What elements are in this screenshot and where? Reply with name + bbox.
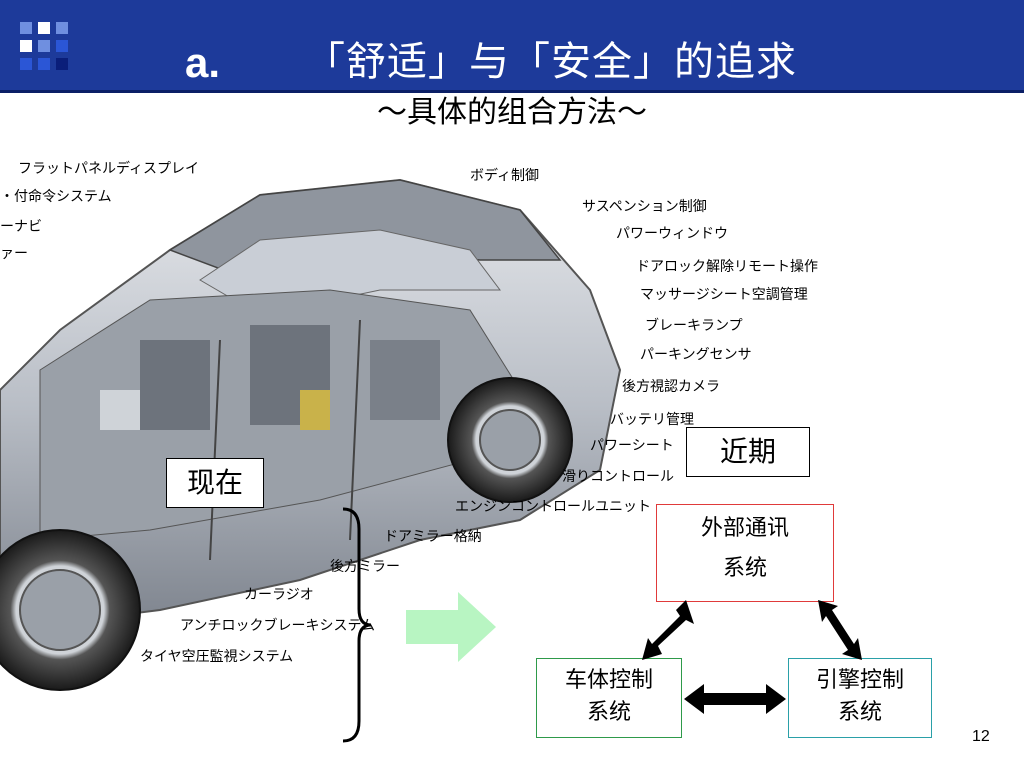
title-prefix: a. xyxy=(185,39,221,86)
label-door-lock: ドアロック解除リモート操作 xyxy=(636,259,818,275)
label-voice-command: ・付命令システム xyxy=(0,189,112,205)
label-body-control: ボディ制御 xyxy=(470,168,540,184)
page-title: 「舒适」与「安全」的追求 xyxy=(305,39,797,85)
label-engine-control: エンジンコントロールユニット xyxy=(455,499,651,515)
grid-logo-icon xyxy=(20,22,76,74)
double-arrow-icon xyxy=(642,600,694,660)
label-car-radio: カーラジオ xyxy=(244,587,314,603)
label-massage-seat: マッサージシート空調管理 xyxy=(640,287,808,303)
title-bar xyxy=(0,0,1024,92)
label-car-navi: ーナビ xyxy=(0,219,42,235)
label-tire-pressure: タイヤ空圧監視システム xyxy=(140,649,294,665)
near-future-callout: 近期 xyxy=(686,427,810,477)
car-cutaway-image xyxy=(0,178,622,691)
external-comm-line1: 外部通讯 xyxy=(700,516,789,541)
now-callout: 现在 xyxy=(166,458,264,508)
label-rear-camera: 後方視認カメラ xyxy=(622,379,720,395)
body-control-line2: 系统 xyxy=(586,700,631,725)
label-battery: バッテリ管理 xyxy=(610,412,694,428)
label-flat-panel: フラットパネルディスプレイ xyxy=(18,161,200,177)
body-control-line1: 车体控制 xyxy=(564,668,653,693)
double-arrow-icon xyxy=(818,600,862,660)
page-subtitle: ～具体的组合方法～ xyxy=(377,95,647,130)
page-number: 12 xyxy=(972,728,990,745)
label-brake-lamp: ブレーキランプ xyxy=(645,318,743,334)
label-rear-mirror: 後方ミラー xyxy=(330,559,400,575)
right-arrow-icon xyxy=(406,592,496,662)
double-arrow-icon xyxy=(684,684,786,714)
engine-control-system-box: 引擎控制 系统 xyxy=(788,658,932,738)
body-control-system-box: 车体控制 系统 xyxy=(536,658,682,738)
label-parking-sensor: パーキングセンサ xyxy=(640,347,752,363)
label-abs: アンチロックブレーキシステム xyxy=(180,618,376,634)
title-bar-rule xyxy=(0,90,1024,93)
label-heater: ァー xyxy=(0,246,28,262)
external-comm-line2: 系统 xyxy=(722,556,767,581)
label-power-window: パワーウィンドウ xyxy=(616,226,728,242)
label-slip-control: 滑りコントロール xyxy=(562,469,674,485)
external-comm-system-box: 外部通讯 系统 xyxy=(656,504,834,602)
label-suspension: サスペンション制御 xyxy=(582,199,707,215)
label-power-seat: パワーシート xyxy=(590,438,674,454)
label-door-mirror: ドアミラー格納 xyxy=(384,529,482,545)
curly-brace-icon xyxy=(342,507,372,743)
engine-control-line1: 引擎控制 xyxy=(815,668,904,693)
engine-control-line2: 系统 xyxy=(837,700,882,725)
